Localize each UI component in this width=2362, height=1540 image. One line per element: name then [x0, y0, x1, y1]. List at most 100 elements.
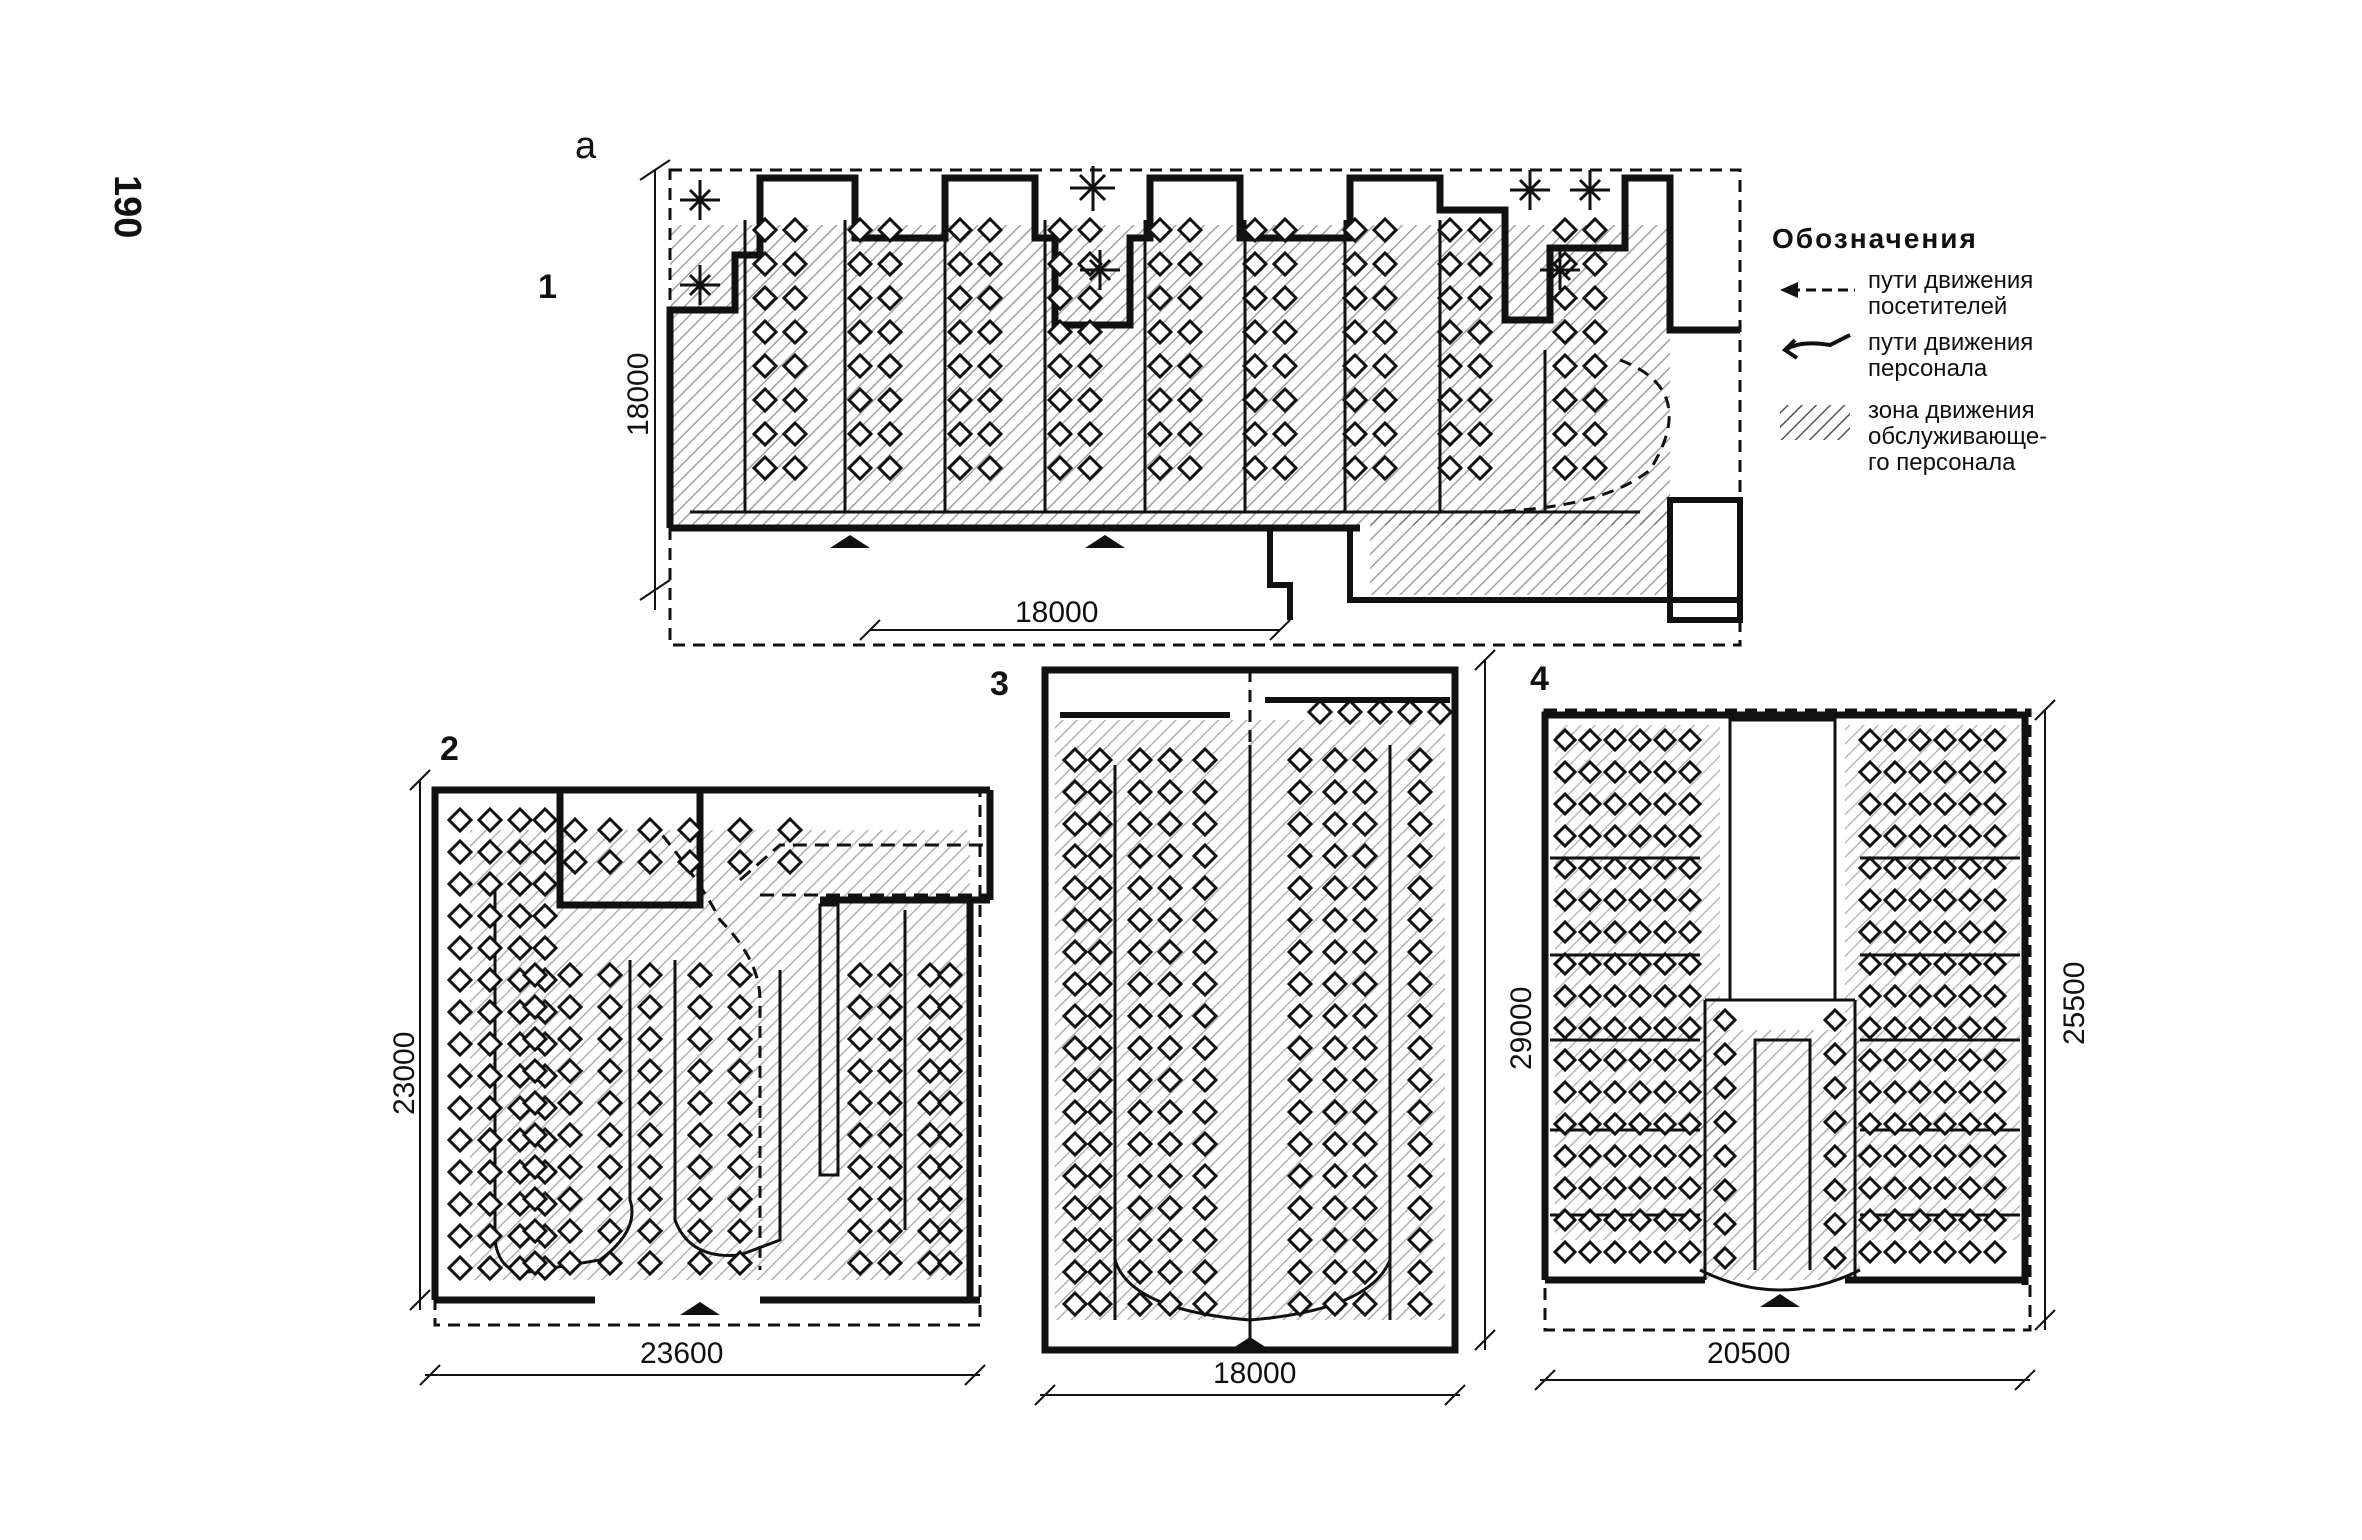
figure-letter: а	[575, 125, 597, 167]
display-unit-icon	[596, 1217, 624, 1245]
display-unit-icon	[1577, 1047, 1603, 1073]
display-unit-icon	[1677, 1111, 1703, 1137]
display-unit-icon	[1932, 1015, 1958, 1041]
display-unit-icon	[596, 1025, 624, 1053]
display-unit-icon	[1086, 1290, 1114, 1318]
display-unit-icon	[1712, 1075, 1738, 1101]
display-unit-icon	[1577, 823, 1603, 849]
display-unit-icon	[1982, 727, 2008, 753]
display-unit-icon	[596, 848, 624, 876]
display-unit-icon	[1466, 250, 1494, 278]
display-unit-icon	[1086, 1258, 1114, 1286]
display-unit-icon	[846, 961, 874, 989]
display-unit-icon	[1857, 759, 1883, 785]
display-unit-icon	[1241, 352, 1269, 380]
plan-1-number: 1	[538, 268, 557, 306]
display-unit-icon	[781, 250, 809, 278]
display-unit-icon	[1882, 1047, 1908, 1073]
display-unit-icon	[1822, 1143, 1848, 1169]
display-unit-icon	[1176, 216, 1204, 244]
display-unit-icon	[521, 1121, 549, 1149]
display-unit-icon	[876, 1121, 904, 1149]
display-unit-icon	[876, 216, 904, 244]
display-unit-icon	[1176, 250, 1204, 278]
display-unit-icon	[1146, 352, 1174, 380]
display-unit-icon	[1436, 420, 1464, 448]
display-unit-icon	[1126, 1130, 1154, 1158]
display-unit-icon	[1957, 951, 1983, 977]
display-unit-icon	[1907, 1143, 1933, 1169]
display-unit-icon	[1126, 1098, 1154, 1126]
display-unit-icon	[781, 318, 809, 346]
display-unit-icon	[1581, 216, 1609, 244]
plan-1	[639, 159, 1743, 647]
display-unit-icon	[1046, 454, 1074, 482]
display-unit-icon	[916, 1121, 944, 1149]
display-unit-icon	[1406, 1098, 1434, 1126]
display-unit-icon	[596, 961, 624, 989]
display-unit-icon	[1061, 1162, 1089, 1190]
display-unit-icon	[1957, 919, 1983, 945]
display-unit-icon	[946, 318, 974, 346]
display-unit-icon	[726, 1089, 754, 1117]
display-unit-icon	[726, 1153, 754, 1181]
display-unit-icon	[846, 1217, 874, 1245]
display-unit-icon	[1321, 938, 1349, 966]
display-unit-icon	[476, 1254, 504, 1282]
display-unit-icon	[1191, 746, 1219, 774]
display-unit-icon	[1146, 318, 1174, 346]
display-unit-icon	[1351, 1098, 1379, 1126]
display-unit-icon	[1156, 1194, 1184, 1222]
display-unit-icon	[1126, 874, 1154, 902]
display-unit-icon	[1466, 420, 1494, 448]
display-unit-icon	[916, 1089, 944, 1117]
display-unit-icon	[1907, 759, 1933, 785]
display-unit-icon	[1126, 938, 1154, 966]
display-unit-icon	[1351, 906, 1379, 934]
display-unit-icon	[1957, 1207, 1983, 1233]
display-unit-icon	[1577, 1015, 1603, 1041]
display-unit-icon	[1341, 318, 1369, 346]
display-unit-icon	[1286, 1066, 1314, 1094]
display-unit-icon	[1396, 698, 1424, 726]
display-unit-icon	[751, 386, 779, 414]
display-unit-icon	[876, 318, 904, 346]
display-unit-icon	[846, 1089, 874, 1117]
display-unit-icon	[726, 1121, 754, 1149]
display-unit-icon	[596, 1089, 624, 1117]
display-unit-icon	[1321, 1226, 1349, 1254]
display-unit-icon	[1086, 842, 1114, 870]
display-unit-icon	[1061, 1034, 1089, 1062]
plan-1-outer-wall	[666, 174, 1740, 528]
display-unit-icon	[1932, 1111, 1958, 1137]
display-unit-icon	[1982, 1047, 2008, 1073]
plan-3-dimension-lines	[1034, 649, 1496, 1406]
display-unit-icon	[1156, 1226, 1184, 1254]
display-unit-icon	[1191, 1162, 1219, 1190]
display-unit-icon	[521, 1057, 549, 1085]
display-unit-icon	[1822, 1211, 1848, 1237]
display-unit-icon	[1271, 250, 1299, 278]
display-unit-icon	[846, 216, 874, 244]
plan-1-hatched-zone	[670, 225, 1670, 525]
display-unit-icon	[521, 993, 549, 1021]
display-unit-icon	[1176, 318, 1204, 346]
display-unit-icon	[1271, 454, 1299, 482]
display-unit-icon	[916, 1249, 944, 1277]
display-unit-icon	[1602, 855, 1628, 881]
display-unit-icon	[1436, 284, 1464, 312]
display-unit-icon	[976, 454, 1004, 482]
display-unit-icon	[1406, 1130, 1434, 1158]
display-unit-icon	[446, 934, 474, 962]
display-unit-icon	[1126, 1194, 1154, 1222]
display-unit-icon	[1882, 823, 1908, 849]
plan-3-height-dimension: 29000	[1505, 986, 1538, 1070]
display-unit-icon	[751, 318, 779, 346]
display-unit-icon	[1857, 1175, 1883, 1201]
display-unit-icon	[1061, 874, 1089, 902]
display-unit-icon	[596, 1249, 624, 1277]
display-unit-icon	[476, 870, 504, 898]
display-unit-icon	[556, 993, 584, 1021]
display-unit-icon	[1907, 1175, 1933, 1201]
display-unit-icon	[1652, 1111, 1678, 1137]
